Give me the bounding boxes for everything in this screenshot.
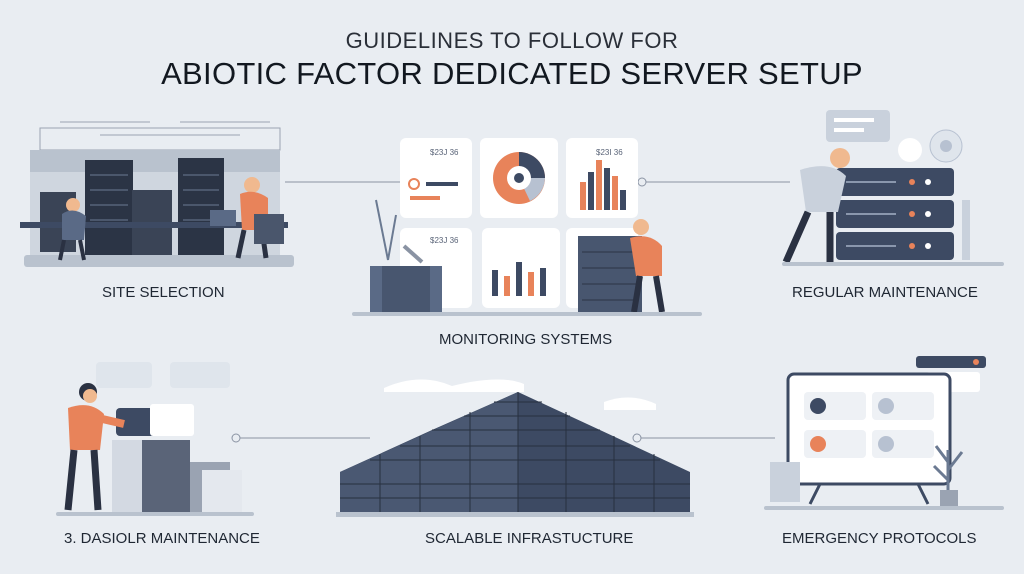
scalable-infrastructure-scene <box>336 379 694 517</box>
card4-value: $23J 36 <box>430 236 459 245</box>
regular-maintenance-scene <box>782 110 1004 266</box>
connector-lines <box>236 181 790 439</box>
regular-maintenance-label: REGULAR MAINTENANCE <box>792 284 978 301</box>
monitoring-scene: $23J 36 $23I 36 $23J 36 <box>352 138 702 316</box>
emergency-protocols-scene <box>764 356 1004 510</box>
emergency-protocols-label: EMERGENCY PROTOCOLS <box>782 530 977 547</box>
dasiolr-maintenance-label: 3. DASIOLR MAINTENANCE <box>64 530 260 547</box>
header-subtitle: GUIDELINES TO FOLLOW FOR <box>345 28 679 53</box>
dasiolr-maintenance-scene <box>56 362 254 516</box>
scalable-infrastructure-label: SCALABLE INFRASTUCTURE <box>425 530 634 547</box>
site-selection-scene <box>20 121 294 267</box>
card3-value: $23I 36 <box>596 148 623 157</box>
header-title: ABIOTIC FACTOR DEDICATED SERVER SETUP <box>161 56 863 91</box>
site-selection-label: SITE SELECTION <box>102 284 225 301</box>
card1-value: $23J 36 <box>430 148 459 157</box>
monitoring-systems-label: MONITORING SYSTEMS <box>439 331 613 348</box>
